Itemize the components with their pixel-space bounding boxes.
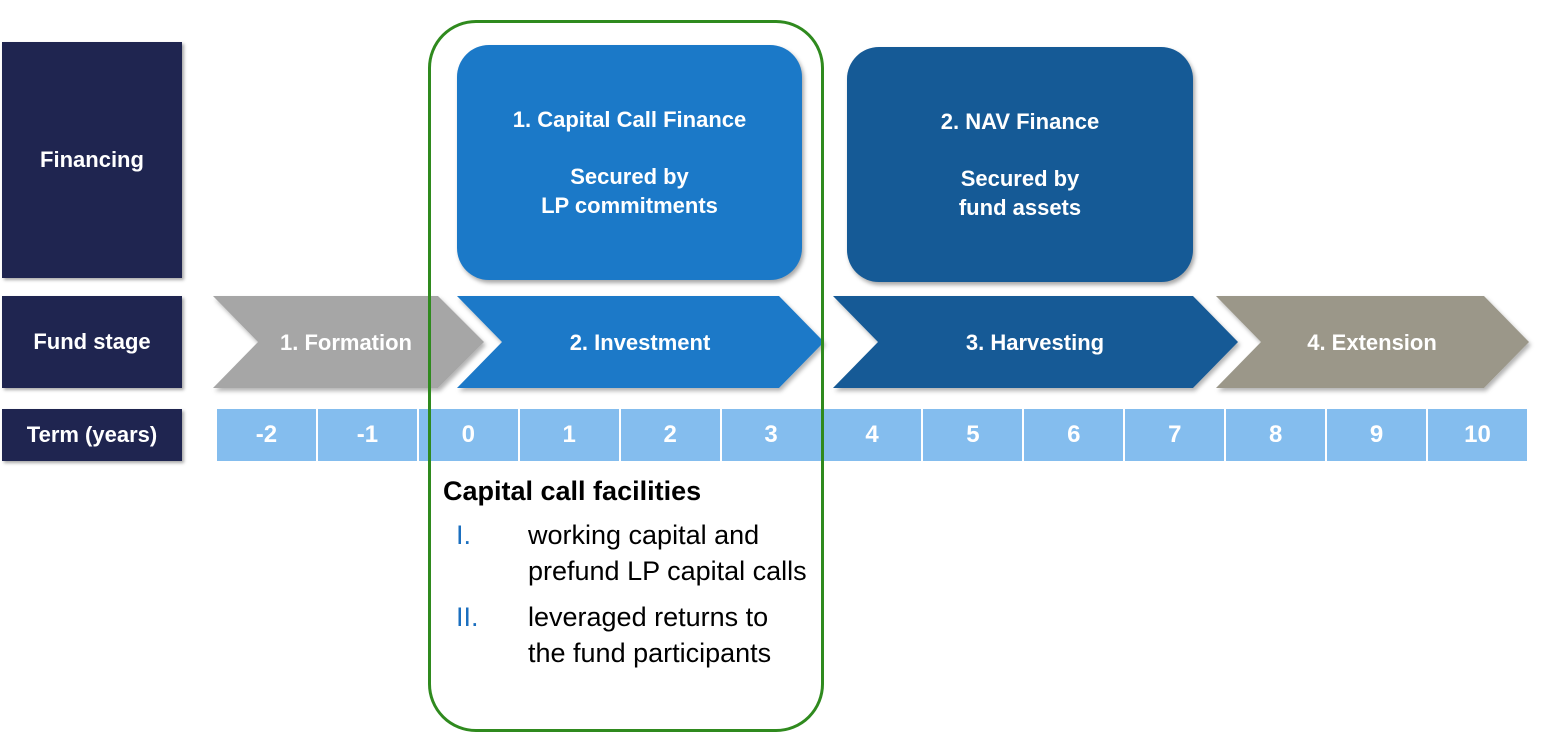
financing-box-nav-title: 2. NAV Finance [940,109,1100,134]
term-cell: 1 [519,409,621,461]
financing-box-capital-call-subtitle-2: LP commitments [541,193,718,218]
term-years-row: -2 -1 0 1 2 3 4 5 6 7 8 9 10 [217,409,1527,461]
list-item-numeral: II. [456,602,479,632]
financing-box-capital-call: 1. Capital Call Finance Secured by LP co… [457,45,802,280]
list-item: I. working capital and prefund LP capita… [443,517,813,589]
term-cell: 0 [418,409,520,461]
stage-chevron-extension [1216,296,1529,388]
financing-box-capital-call-subtitle-1: Secured by [570,164,689,189]
term-cell: 8 [1226,409,1328,461]
row-label-fund-stage-text: Fund stage [33,329,151,354]
financing-box-nav-subtitle-1: Secured by [960,166,1080,191]
stage-label-harvesting: 3. Harvesting [966,330,1104,355]
stage-chevron-harvesting [833,296,1238,388]
row-label-financing: Financing [2,42,182,278]
row-label-fund-stage: Fund stage [2,296,182,388]
term-cell: 4 [822,409,924,461]
term-cell: 5 [923,409,1025,461]
term-cell: 6 [1024,409,1126,461]
term-cell: 3 [721,409,823,461]
row-label-term-text: Term (years) [26,422,158,447]
term-cell: 9 [1327,409,1429,461]
stage-label-extension: 4. Extension [1307,330,1437,355]
financing-box-capital-call-title: 1. Capital Call Finance [512,107,747,132]
term-cell: -2 [217,409,318,461]
stage-chevron-formation [213,296,484,388]
financing-box-nav-subtitle-2: fund assets [958,195,1082,220]
stage-chevron-investment [457,296,824,388]
list-item: II. leveraged returns to the fund partic… [443,599,813,671]
term-cell: 2 [620,409,722,461]
financing-box-nav: 2. NAV Finance Secured by fund assets [847,47,1193,282]
list-item-text: working capital and prefund LP capital c… [528,520,807,586]
row-label-term: Term (years) [2,409,182,461]
stage-label-investment: 2. Investment [570,330,711,355]
term-cell: 7 [1125,409,1227,461]
term-cell: -1 [317,409,419,461]
stage-label-formation: 1. Formation [280,330,412,355]
list-item-text: leveraged returns to the fund participan… [528,602,772,668]
capital-call-facilities: Capital call facilities I. working capit… [443,476,813,681]
list-item-numeral: I. [456,520,472,550]
facilities-title: Capital call facilities [443,476,702,506]
row-label-financing-text: Financing [40,147,144,172]
term-cell: 10 [1428,409,1527,461]
